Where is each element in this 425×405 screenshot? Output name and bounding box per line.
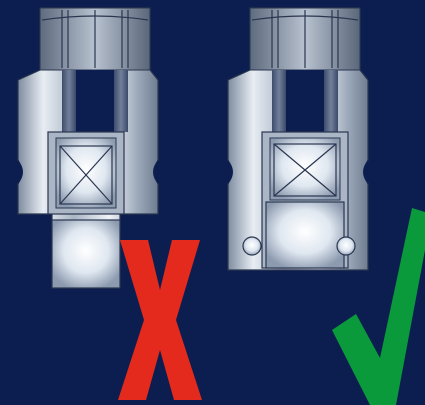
x-mark-icon bbox=[118, 240, 202, 400]
drive-anvil bbox=[52, 220, 120, 288]
retaining-ball-right bbox=[337, 237, 355, 255]
socket-correct bbox=[228, 8, 368, 270]
retaining-ball-left bbox=[243, 237, 261, 255]
drive-anvil bbox=[266, 202, 344, 268]
